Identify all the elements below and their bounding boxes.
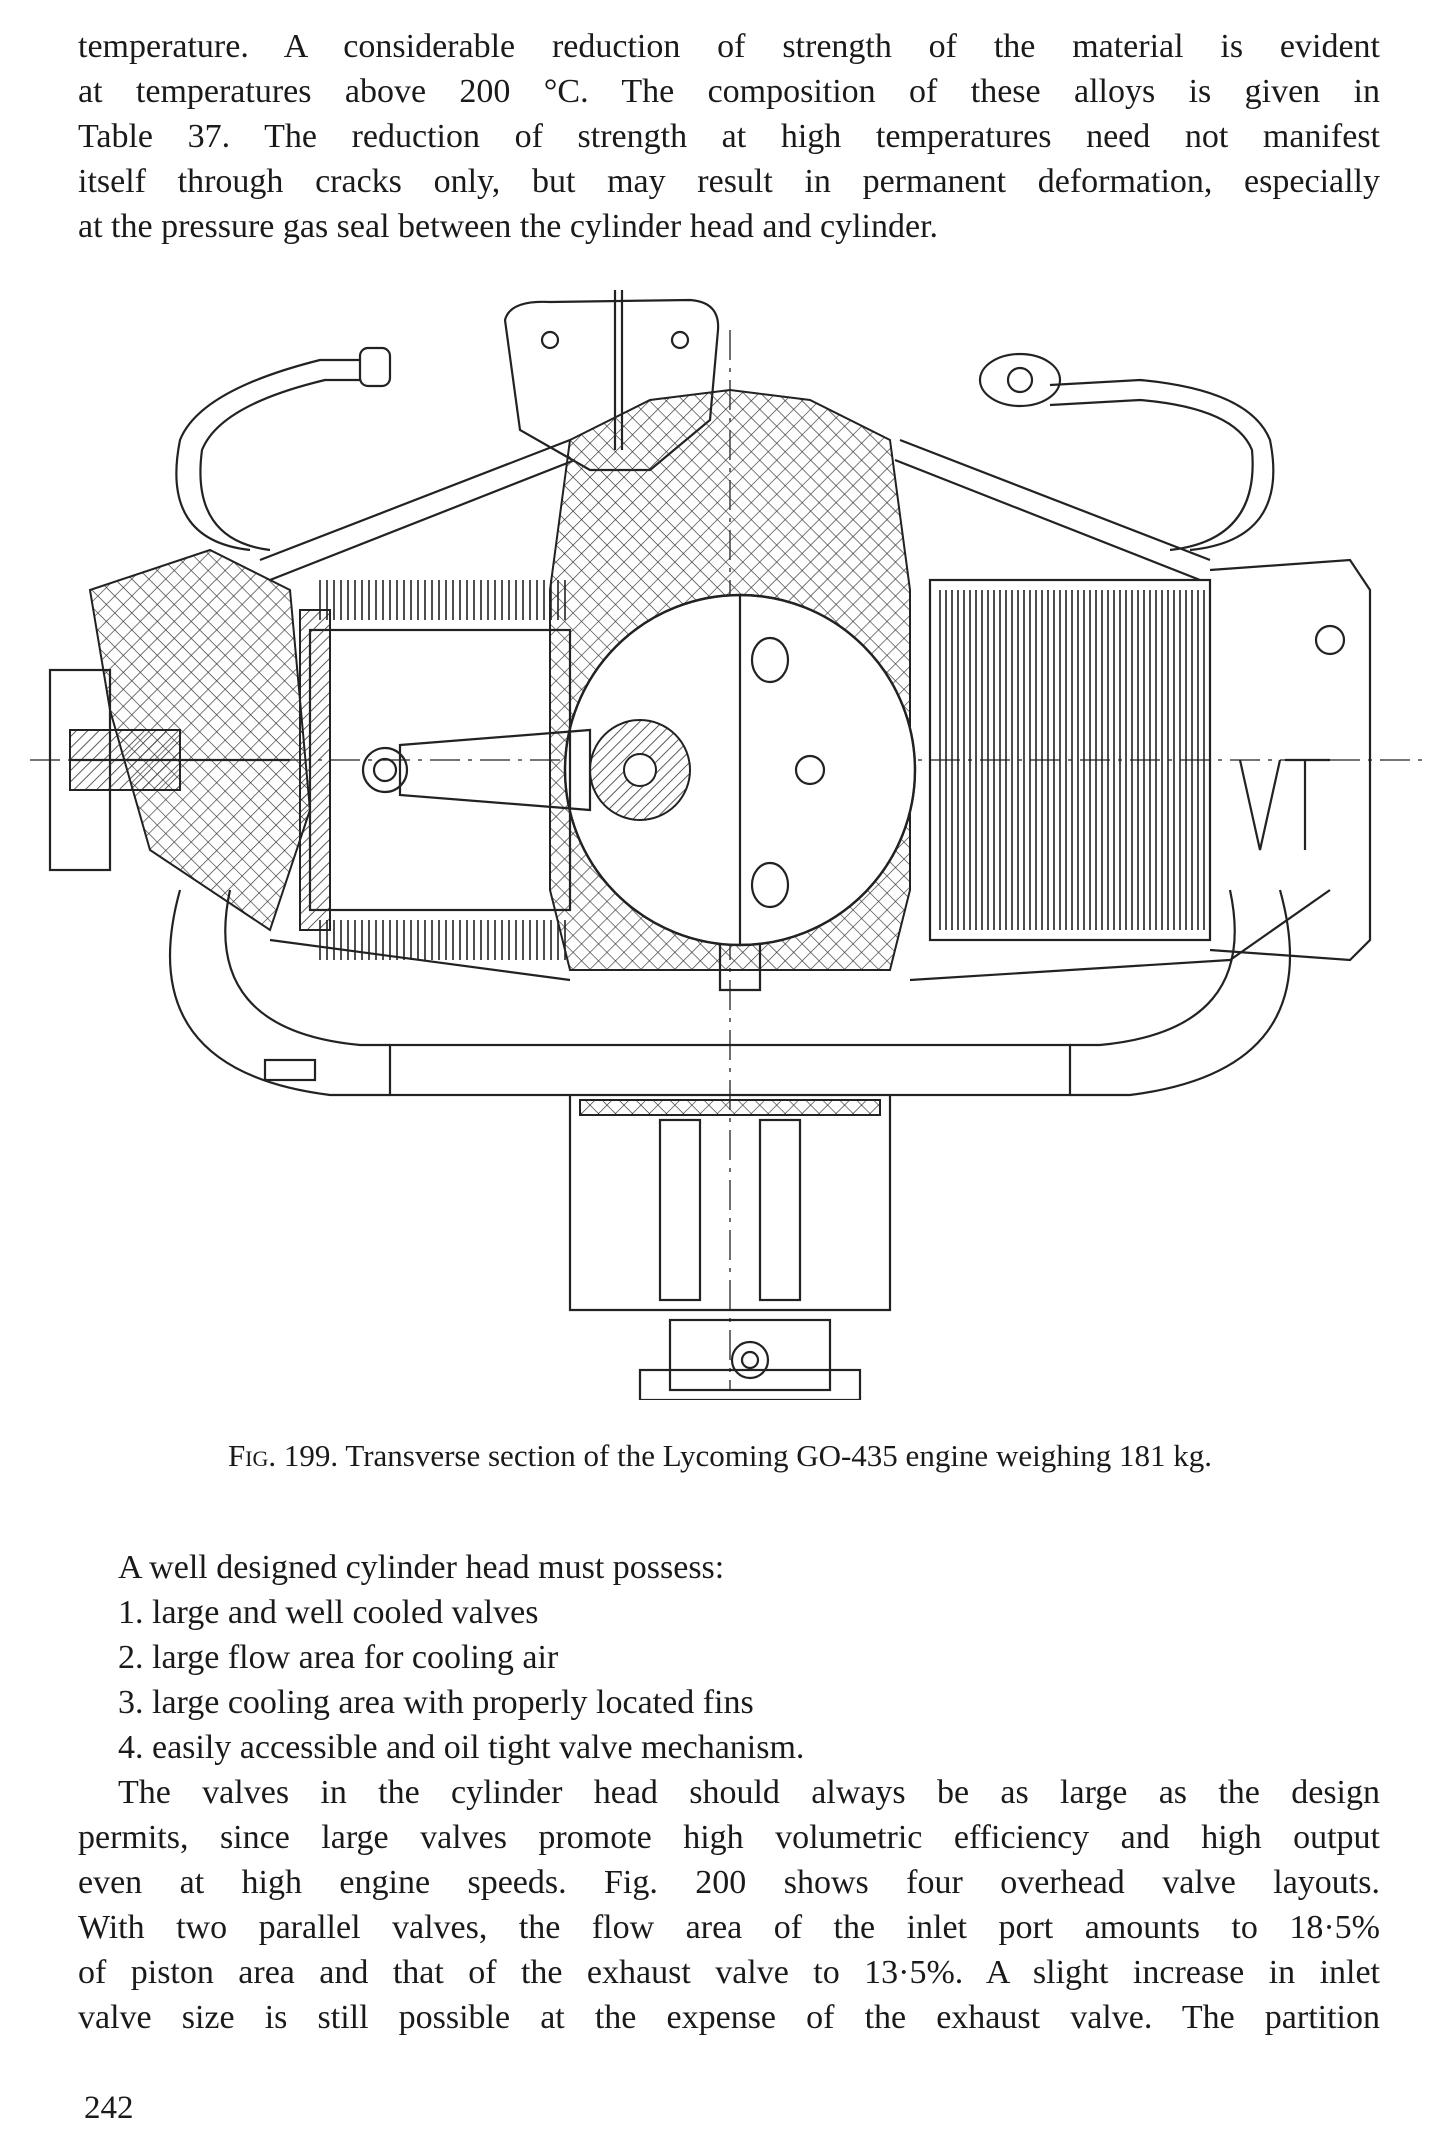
list-item: 1. large and well cooled valves (118, 1594, 539, 1631)
text-line: permits, since large valves promote high… (78, 1819, 1380, 1856)
text-line: valve size is still possible at the expe… (78, 1999, 1380, 2036)
crankcase (549, 388, 917, 992)
pushrod-right-lower (894, 458, 1201, 582)
oil-line-right (909, 889, 1331, 982)
text-line: itself through cracks only, but may resu… (78, 163, 1380, 200)
text-line: The valves in the cylinder head should a… (118, 1774, 1380, 1811)
figure-caption: Fig. 199. Transverse section of the Lyco… (0, 1438, 1440, 1474)
engine-drawing (30, 290, 1430, 1402)
pushrod-right (899, 438, 1211, 562)
oil-sump (568, 1095, 892, 1312)
engine-section-figure (30, 290, 1430, 1402)
figure-number: Fig. 199. (227, 1438, 339, 1473)
list-item: 4. easily accessible and oil tight valve… (118, 1729, 805, 1766)
list-item: 3. large cooling area with properly loca… (118, 1684, 754, 1721)
figure-caption-text: Transverse section of the Lycoming GO-43… (338, 1438, 1213, 1473)
exhaust-pipes (168, 889, 1292, 1097)
text-line: of piston area and that of the exhaust v… (78, 1954, 1380, 1991)
text-line: at the pressure gas seal between the cyl… (78, 208, 939, 245)
left-cooling-fins (319, 580, 566, 960)
pushrod-left-lower (269, 458, 576, 582)
left-intake-pipe (175, 346, 392, 552)
piston-assembly (299, 609, 691, 931)
valves-paragraph: The valves in the cylinder head should a… (78, 1770, 1380, 2040)
right-cylinder (928, 558, 1372, 962)
list-lead: A well designed cylinder head must posse… (118, 1549, 725, 1586)
requirements-list: A well designed cylinder head must posse… (78, 1545, 1380, 1770)
oil-line-left (269, 938, 571, 982)
page-number: 242 (84, 2090, 134, 2126)
right-intake-pipe (978, 352, 1275, 552)
left-cylinder-head (48, 548, 312, 932)
text-line: Table 37. The reduction of strength at h… (78, 118, 1380, 155)
carburetor (638, 1318, 862, 1402)
text-line: temperature. A considerable reduction of… (78, 28, 1380, 65)
text-line: even at high engine speeds. Fig. 200 sho… (78, 1864, 1380, 1901)
text-line: at temperatures above 200 °C. The compos… (78, 73, 1380, 110)
text-line: With two parallel valves, the flow area … (78, 1909, 1380, 1946)
pushrod-left (259, 438, 571, 562)
intro-paragraph: temperature. A considerable reduction of… (78, 24, 1380, 249)
list-item: 2. large flow area for cooling air (118, 1639, 559, 1676)
